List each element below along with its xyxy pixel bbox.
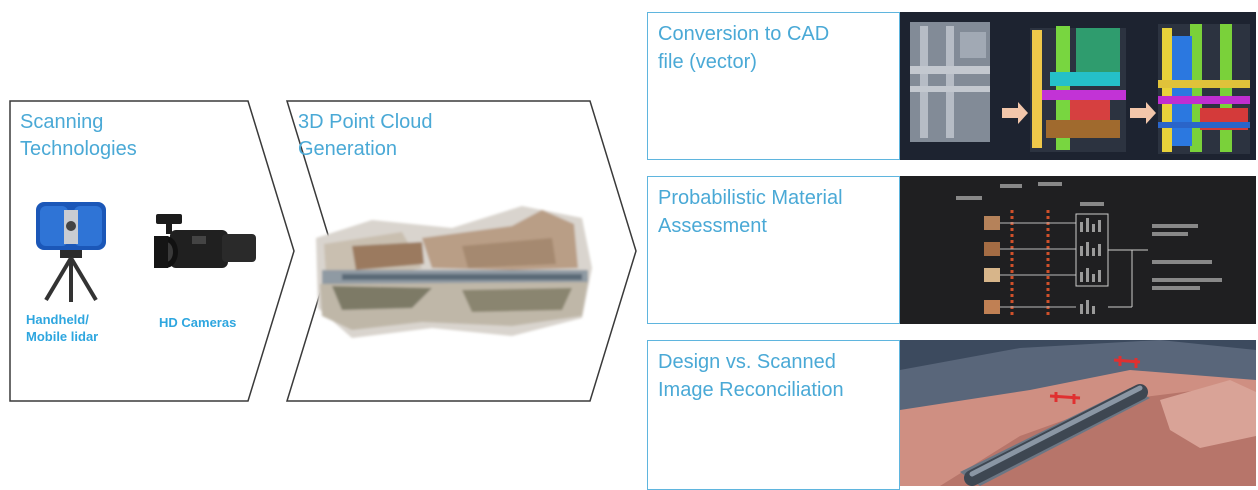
point-cloud-image xyxy=(316,206,592,338)
output-box-reconciliation: Design vs. Scanned Image Reconciliation xyxy=(647,340,900,490)
material-assessment-diagram xyxy=(900,176,1256,324)
output-title-material: Probabilistic Material Assessment xyxy=(658,187,843,237)
output-box-material: Probabilistic Material Assessment xyxy=(647,176,900,324)
output-title-reconciliation: Design vs. Scanned Image Reconciliation xyxy=(658,351,844,401)
cad-conversion-image xyxy=(900,12,1256,160)
reconciliation-render xyxy=(900,340,1256,486)
device-label-cameras: HD Cameras xyxy=(159,315,237,330)
stage-title-point-cloud: 3D Point Cloud Generation xyxy=(298,111,433,160)
output-box-cad: Conversion to CAD file (vector) xyxy=(647,12,900,160)
chevron-scanning xyxy=(9,100,295,402)
stage-title-scanning: Scanning Technologies xyxy=(20,111,137,160)
video-camera-icon xyxy=(154,214,256,268)
lidar-scanner-icon xyxy=(36,202,106,302)
device-label-lidar: Handheld/ Mobile lidar xyxy=(26,312,99,344)
output-title-cad: Conversion to CAD file (vector) xyxy=(658,23,830,73)
